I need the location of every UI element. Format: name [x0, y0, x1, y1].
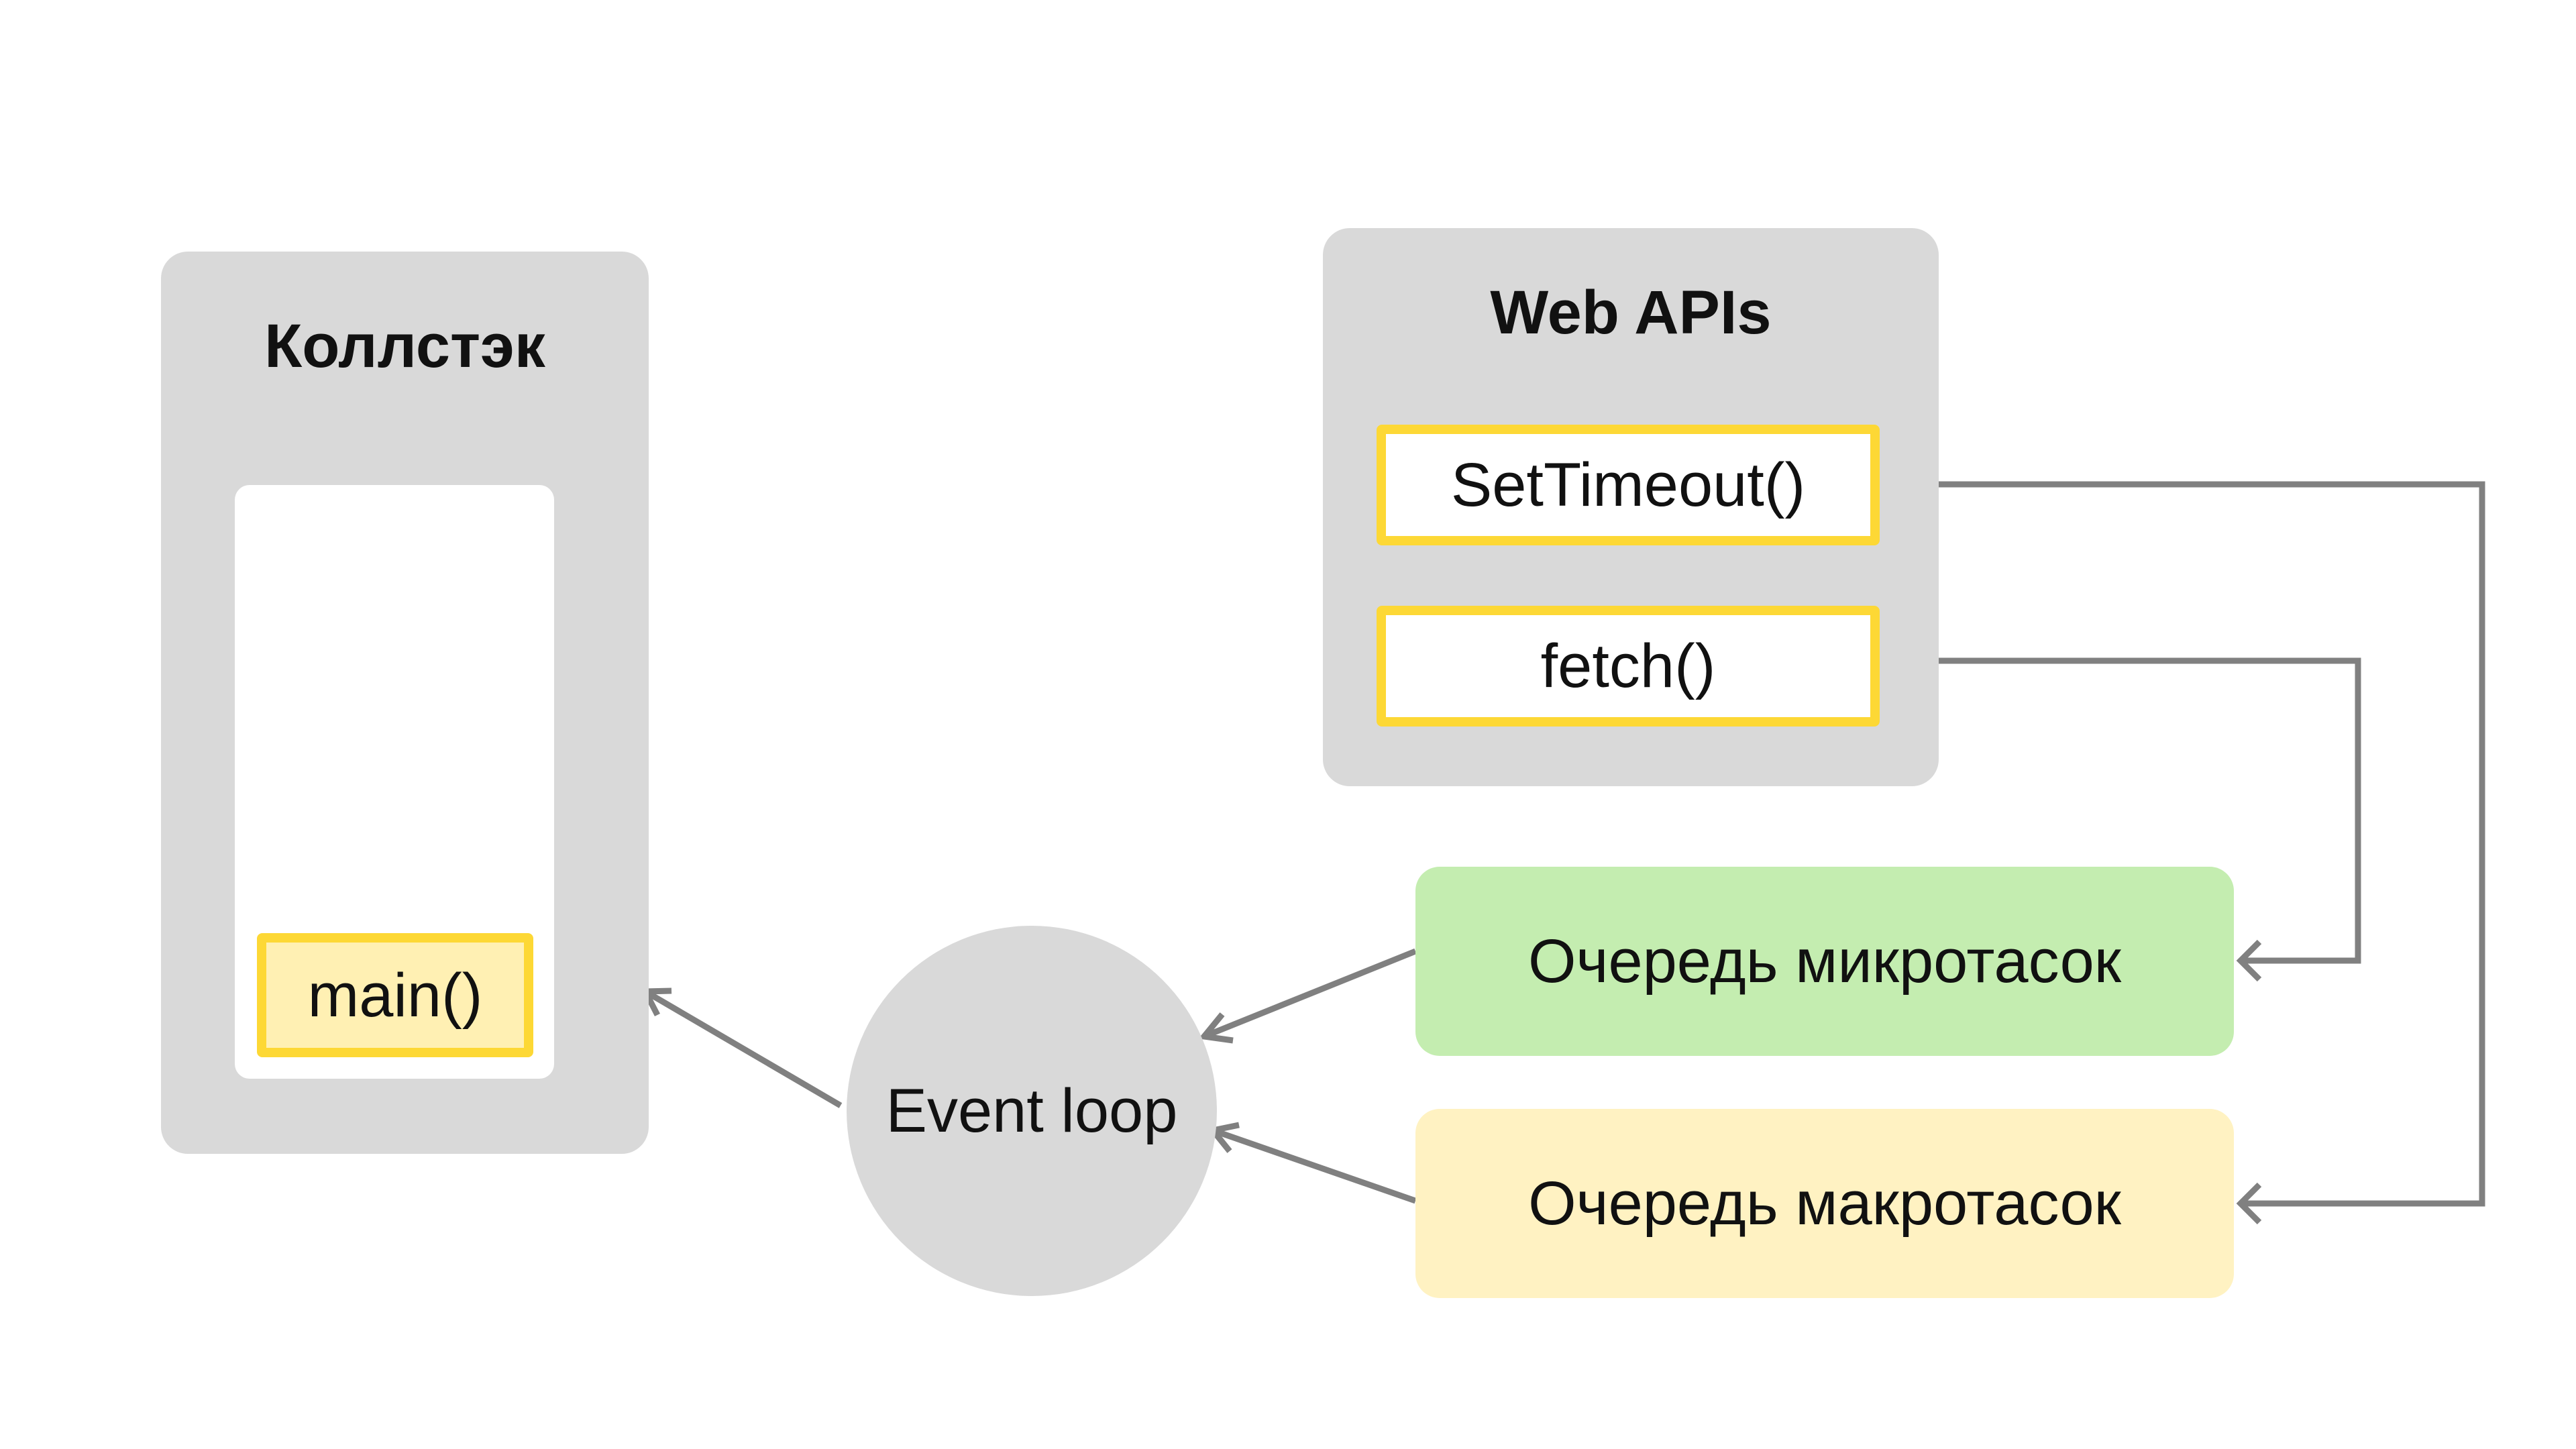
- microtask-queue: Очередь микротасок: [1415, 867, 2234, 1056]
- settimeout-to-macro-connector: [1885, 481, 2485, 1207]
- callstack-stack-area: main(): [235, 485, 554, 1079]
- callstack-panel: Коллстэк main(): [161, 252, 649, 1154]
- eventloop-to-callstack-connector: [643, 989, 843, 1108]
- webapi-settimeout: SetTimeout(): [1377, 425, 1880, 545]
- callstack-title: Коллстэк: [264, 312, 545, 380]
- micro-arrowhead: [2236, 939, 2262, 982]
- event-loop-circle: Event loop: [847, 926, 1217, 1296]
- eventloop-arrowhead-lower: [1207, 1122, 1240, 1153]
- webapis-panel: Web APIs SetTimeout() fetch(): [1323, 228, 1939, 786]
- eventloop-arrowhead-upper: [1198, 1012, 1234, 1044]
- macro-arrowhead: [2236, 1182, 2262, 1225]
- stack-frame-main: main(): [257, 933, 533, 1057]
- webapi-fetch: fetch(): [1377, 606, 1880, 727]
- micro-to-eventloop-connector: [1203, 948, 1417, 1040]
- macrotask-queue: Очередь макротасок: [1415, 1109, 2234, 1298]
- macro-to-eventloop-connector: [1212, 1127, 1417, 1204]
- webapis-title: Web APIs: [1490, 278, 1772, 347]
- callstack-arrowhead: [640, 987, 672, 1017]
